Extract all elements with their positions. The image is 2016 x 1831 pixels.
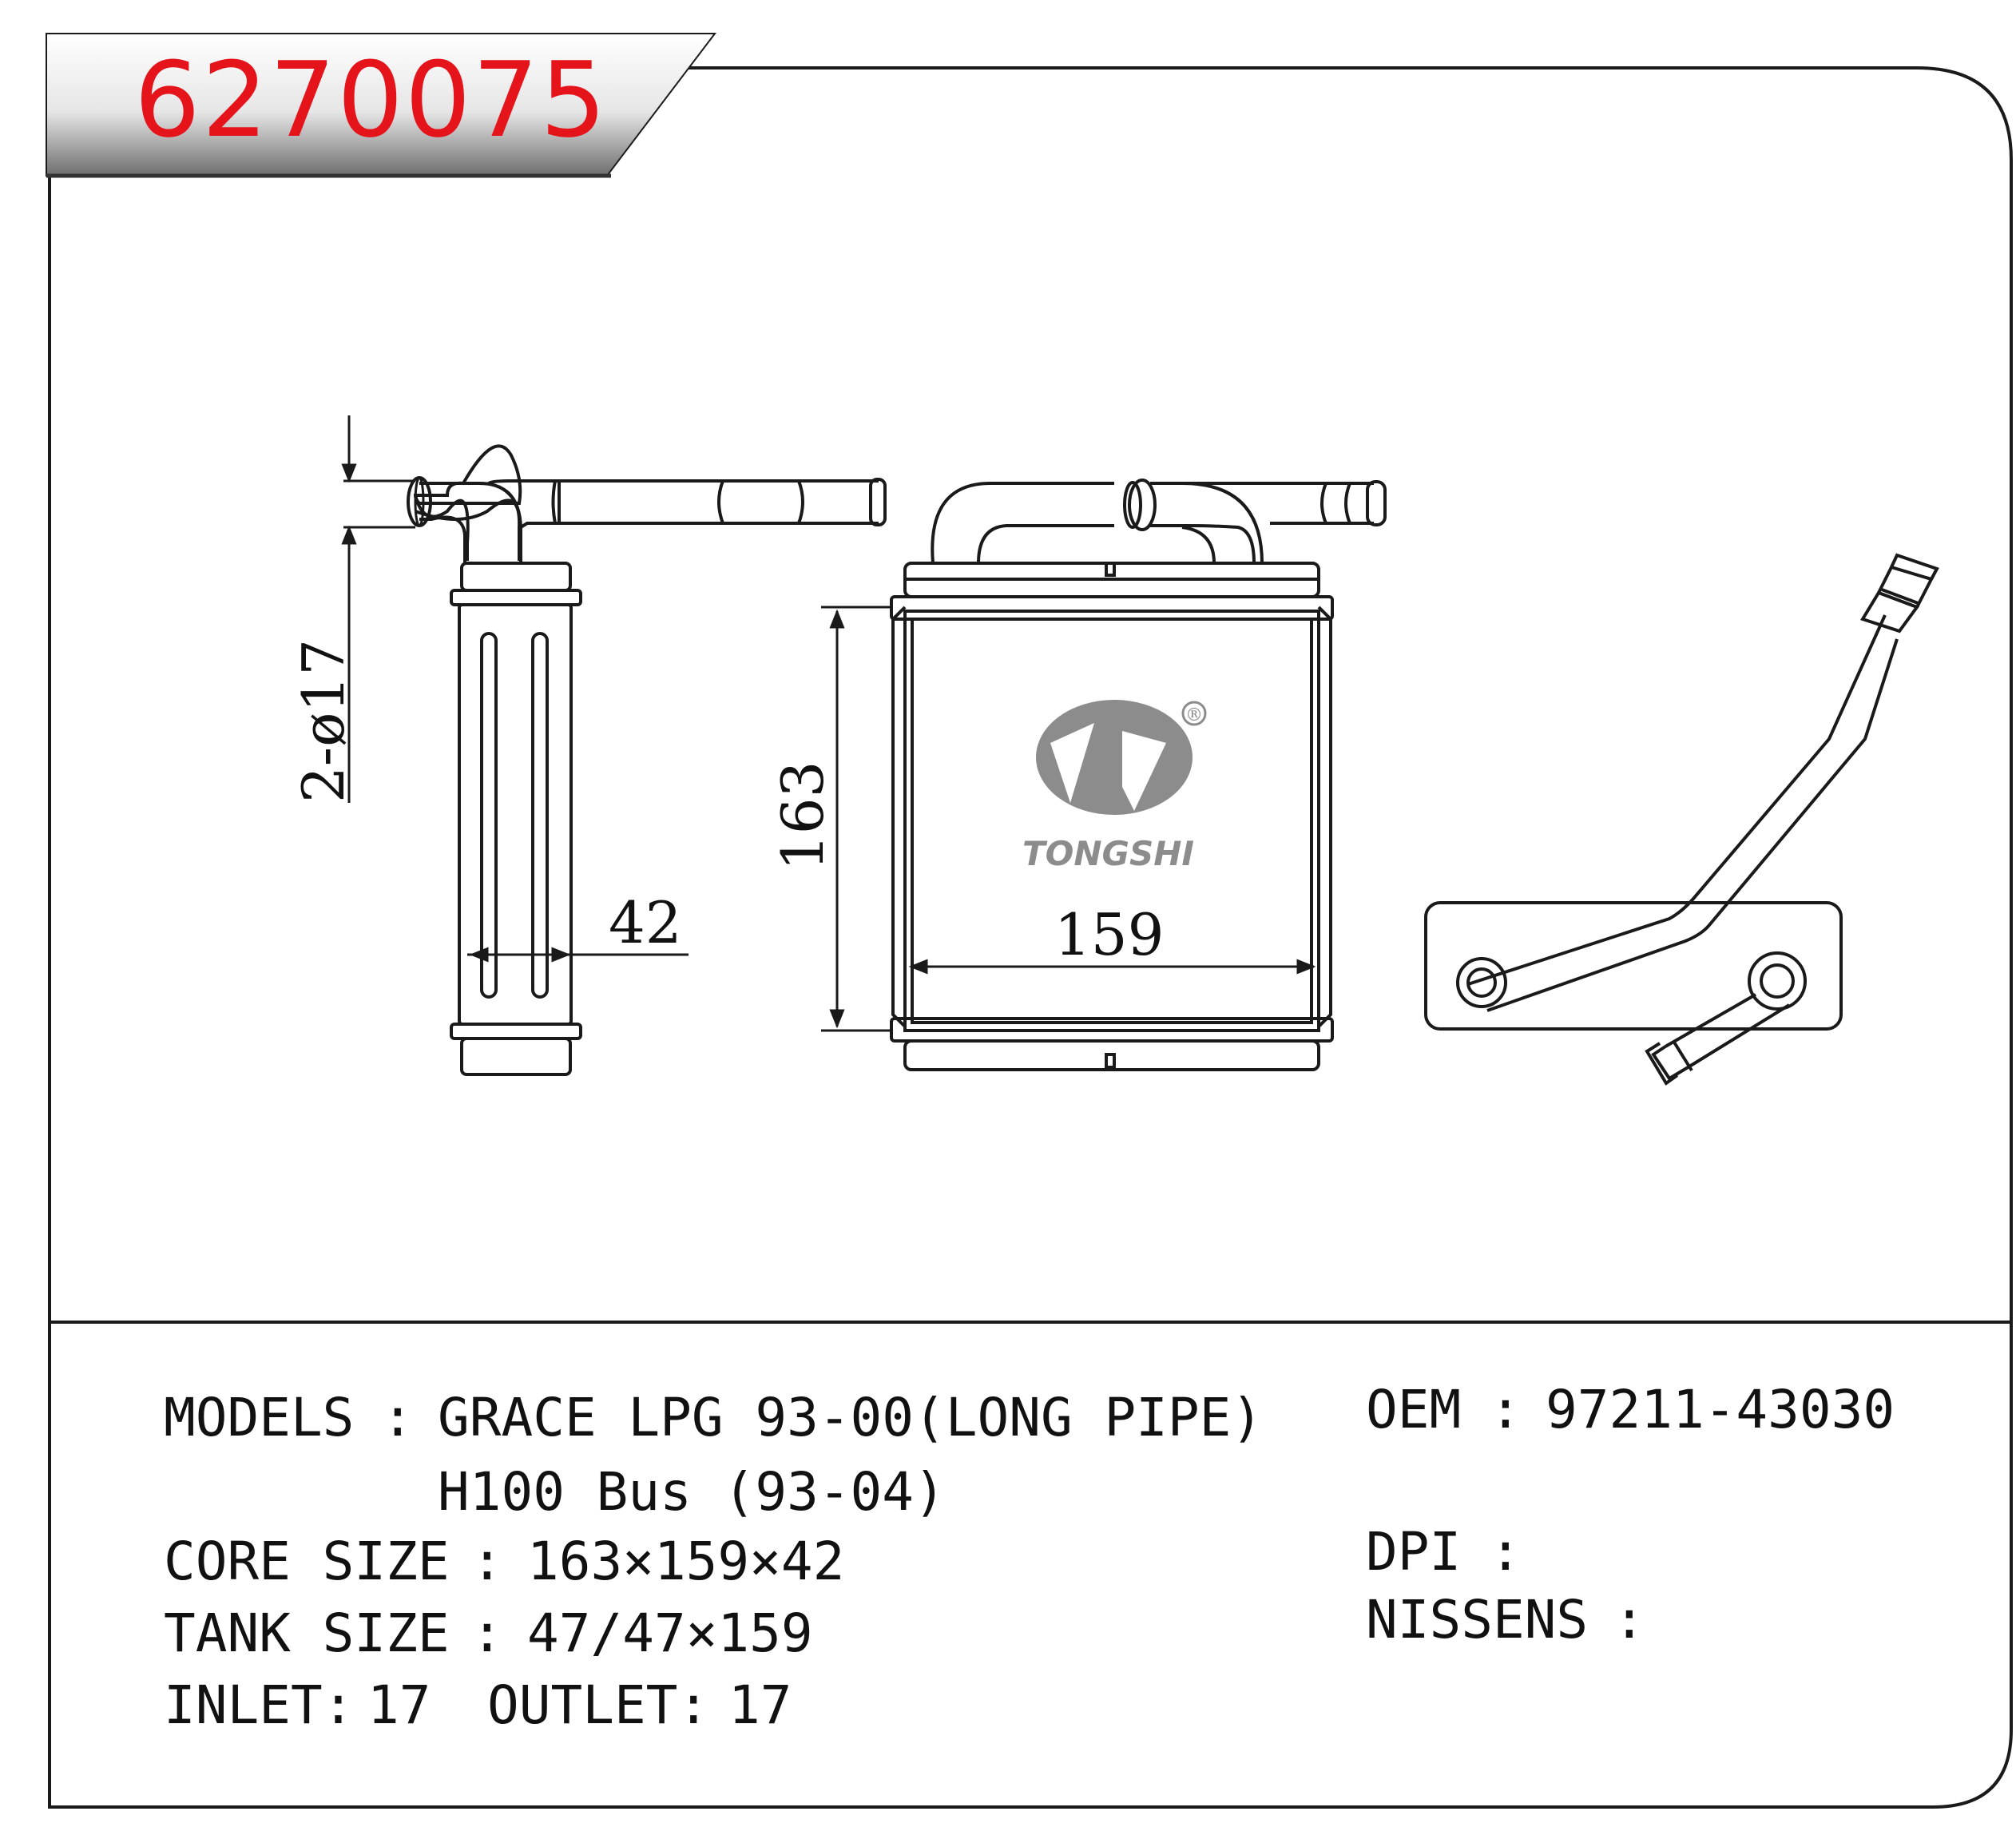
dpi-separator: : [1490,1521,1522,1583]
dim-label-thickness: 42 [609,889,682,956]
models-separator: : [382,1387,414,1448]
dim-label-width: 159 [1054,901,1164,968]
outlet-value: 17 [728,1674,792,1736]
sheet-frame [48,66,2013,1809]
oem-value: 97211-43030 [1546,1379,1895,1440]
tank-size-separator: : [471,1603,503,1664]
brand-logo [1036,700,1207,815]
dim-label-height: 163 [769,761,836,871]
dim-height [821,606,893,1032]
top-view [1424,553,1939,1086]
front-view [890,479,1387,1071]
inlet-label: INLET: [164,1674,355,1736]
core-size-separator: : [471,1531,503,1592]
dim-pipe-diameter [341,415,415,803]
tank-size-label: TANK SIZE [164,1603,450,1664]
models-line-1: GRACE LPG 93-00(LONG PIPE) [438,1387,1264,1448]
dim-label-pipe-diameter: 2-ø17 [290,639,357,803]
nissens-label: NISSENS [1366,1589,1589,1650]
part-number: 6270075 [134,39,608,161]
inlet-value: 17 [367,1674,431,1736]
core-size-label: CORE SIZE [164,1531,450,1592]
oem-label: OEM [1366,1379,1462,1440]
logo-wordmark: TONGSHI [1022,834,1194,873]
side-view [407,444,887,1076]
nissens-separator: : [1613,1589,1645,1650]
logo-registered-mark: ® [1185,705,1203,725]
models-label: MODELS [164,1387,355,1448]
oem-separator: : [1490,1379,1522,1440]
tank-size-value: 47/47×159 [527,1603,813,1664]
core-size-value: 163×159×42 [527,1531,845,1592]
models-line-2: H100 Bus (93-04) [438,1461,946,1523]
dpi-label: DPI [1366,1521,1462,1583]
outlet-label: OUTLET: [487,1674,710,1736]
